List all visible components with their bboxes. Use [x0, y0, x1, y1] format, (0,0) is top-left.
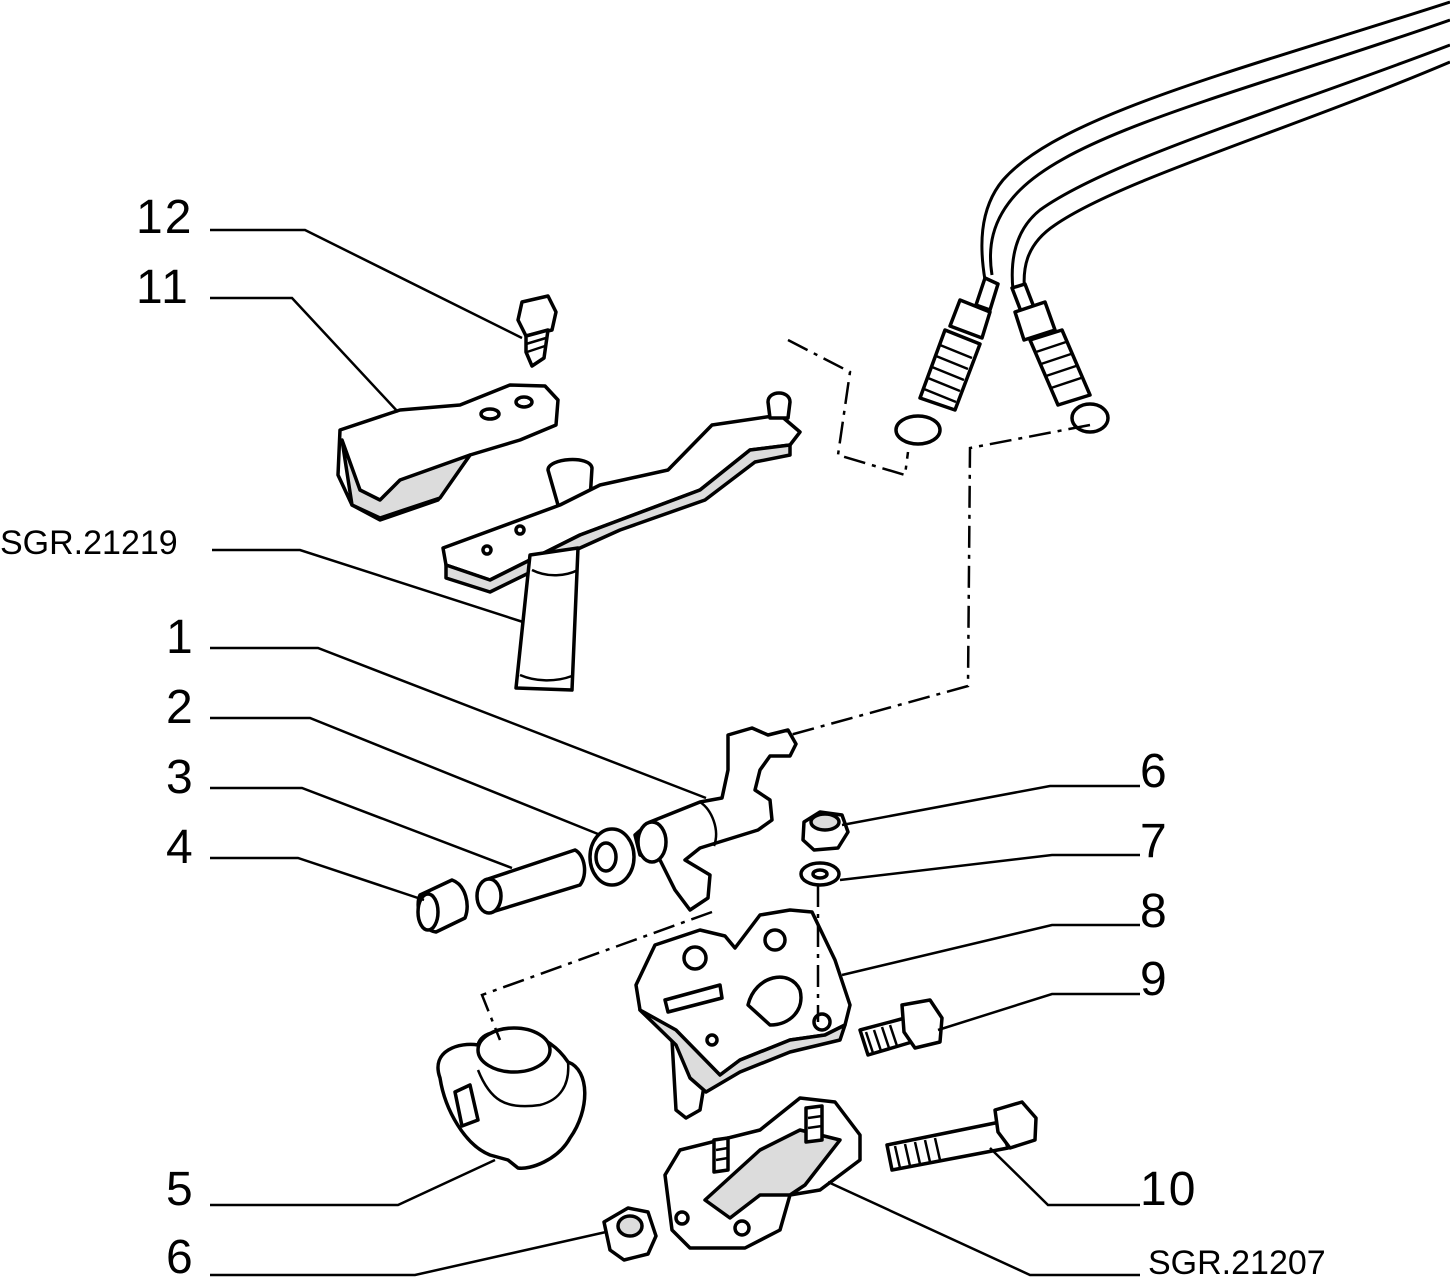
callout-11: 11: [136, 261, 190, 314]
lower-bracket: [663, 1096, 862, 1250]
callout-6-top: 6: [1140, 745, 1169, 798]
callout-9: 9: [1140, 953, 1169, 1006]
part-1-shaft: [633, 726, 798, 912]
part-10-bolt: [885, 1100, 1038, 1172]
alignment-lines: [480, 338, 1091, 1041]
callout-5: 5: [166, 1163, 195, 1216]
leader-lines: [210, 228, 1140, 1277]
part-2-bushing: [588, 827, 636, 887]
callout-8: 8: [1140, 885, 1169, 938]
part-11-bracket: [336, 383, 560, 522]
callout-6-bottom: 6: [166, 1231, 195, 1284]
callout-7: 7: [1140, 815, 1169, 868]
gear-lever-arm: [441, 391, 802, 692]
reference-sgr-21207: SGR.21207: [1148, 1244, 1326, 1282]
callout-2: 2: [166, 681, 195, 734]
callout-12: 12: [136, 191, 194, 244]
part-4-ring: [416, 878, 469, 934]
part-12-screw: [516, 294, 558, 368]
callout-3: 3: [166, 751, 195, 804]
part-8-bracket: [634, 908, 852, 1120]
part-9-bolt: [858, 998, 944, 1057]
reference-sgr-21219: SGR.21219: [0, 524, 178, 562]
callout-1: 1: [166, 611, 195, 664]
part-6-nut-bottom: [602, 1206, 658, 1262]
gear-cables: [894, 0, 1450, 446]
callout-10: 10: [1140, 1163, 1198, 1216]
part-3-sleeve: [475, 848, 587, 915]
part-6-nut-top: [801, 810, 850, 852]
part-5-mount: [436, 1026, 587, 1170]
callout-4: 4: [166, 821, 195, 874]
part-7-washer: [799, 861, 841, 887]
